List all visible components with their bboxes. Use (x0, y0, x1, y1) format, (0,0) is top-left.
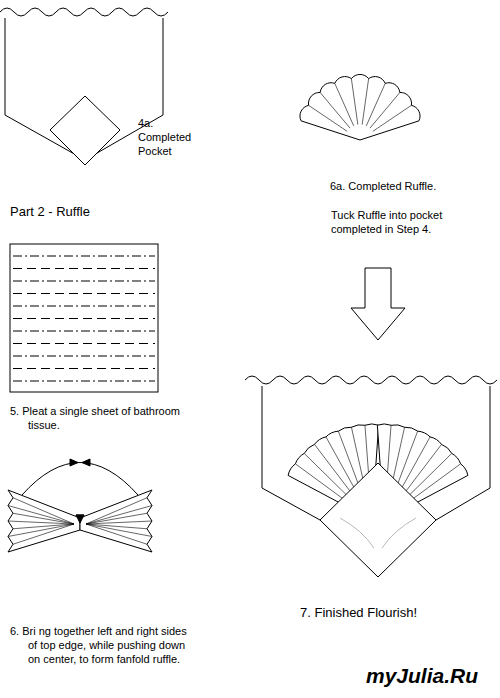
step-caption: 5. Pleat a single sheet of bathroom tiss… (10, 404, 188, 432)
finished-figure (245, 376, 497, 577)
pleat-line (13, 256, 155, 257)
step-caption: 4a. Completed Pocket (138, 116, 200, 158)
pleat-line (8, 506, 74, 525)
pleat-line (8, 524, 74, 537)
pleat-line (13, 368, 155, 369)
pleat-line (13, 281, 155, 282)
ruffle-figure (300, 74, 420, 140)
fold-line (373, 105, 412, 131)
pocket-diamond (50, 96, 120, 165)
bow-figure (8, 459, 152, 552)
tissue-edge (245, 376, 497, 384)
tissue-wing (8, 490, 80, 552)
pleat-line (13, 498, 74, 524)
down-arrow (351, 268, 405, 340)
pleat-line (13, 268, 155, 269)
part-heading: Part 2 - Ruffle (10, 204, 160, 220)
watermark: myJulia.Ru (366, 664, 496, 688)
pleat-line (86, 506, 152, 525)
motion-arc (22, 463, 138, 496)
tissue-wing (80, 490, 152, 552)
pleat-line (13, 356, 155, 357)
fold-line (362, 79, 368, 125)
pleat-line (86, 524, 147, 544)
pleat-line (13, 524, 74, 544)
pleat-line (8, 521, 74, 524)
fold-line (366, 83, 385, 125)
pleat-line (13, 318, 155, 319)
pleat-line (13, 381, 155, 382)
fold-line (370, 93, 400, 129)
arrow-head (70, 459, 78, 466)
pleat-line (13, 293, 155, 294)
pleat-line (13, 524, 74, 529)
fold-mark (340, 518, 416, 548)
arrow-head (82, 459, 90, 466)
pleat-line (86, 498, 147, 524)
pleat-line (13, 343, 155, 344)
pleat-line (86, 521, 152, 524)
fold-line (320, 93, 350, 129)
pocket-diamond (320, 463, 436, 577)
tissue-edge (0, 8, 168, 16)
push-marker (76, 515, 84, 523)
pleat-line (13, 306, 155, 307)
step-caption: 6. Bri ng together left and right sides … (10, 624, 188, 666)
pleat-line (86, 524, 152, 537)
fold-line (309, 105, 348, 131)
fold-line (335, 83, 354, 125)
pleat-sheet (10, 244, 158, 392)
fold-line (351, 79, 357, 125)
step-caption: Tuck Ruffle into pocket completed in Ste… (331, 208, 481, 236)
ruffle-fan (300, 74, 420, 140)
pleat-line (13, 331, 155, 332)
tissue-sheet (10, 244, 158, 392)
step-caption: 6a. Completed Ruffle. (330, 179, 480, 193)
pleat-line (86, 524, 147, 529)
step-caption: 7. Finished Flourish! (300, 605, 480, 621)
